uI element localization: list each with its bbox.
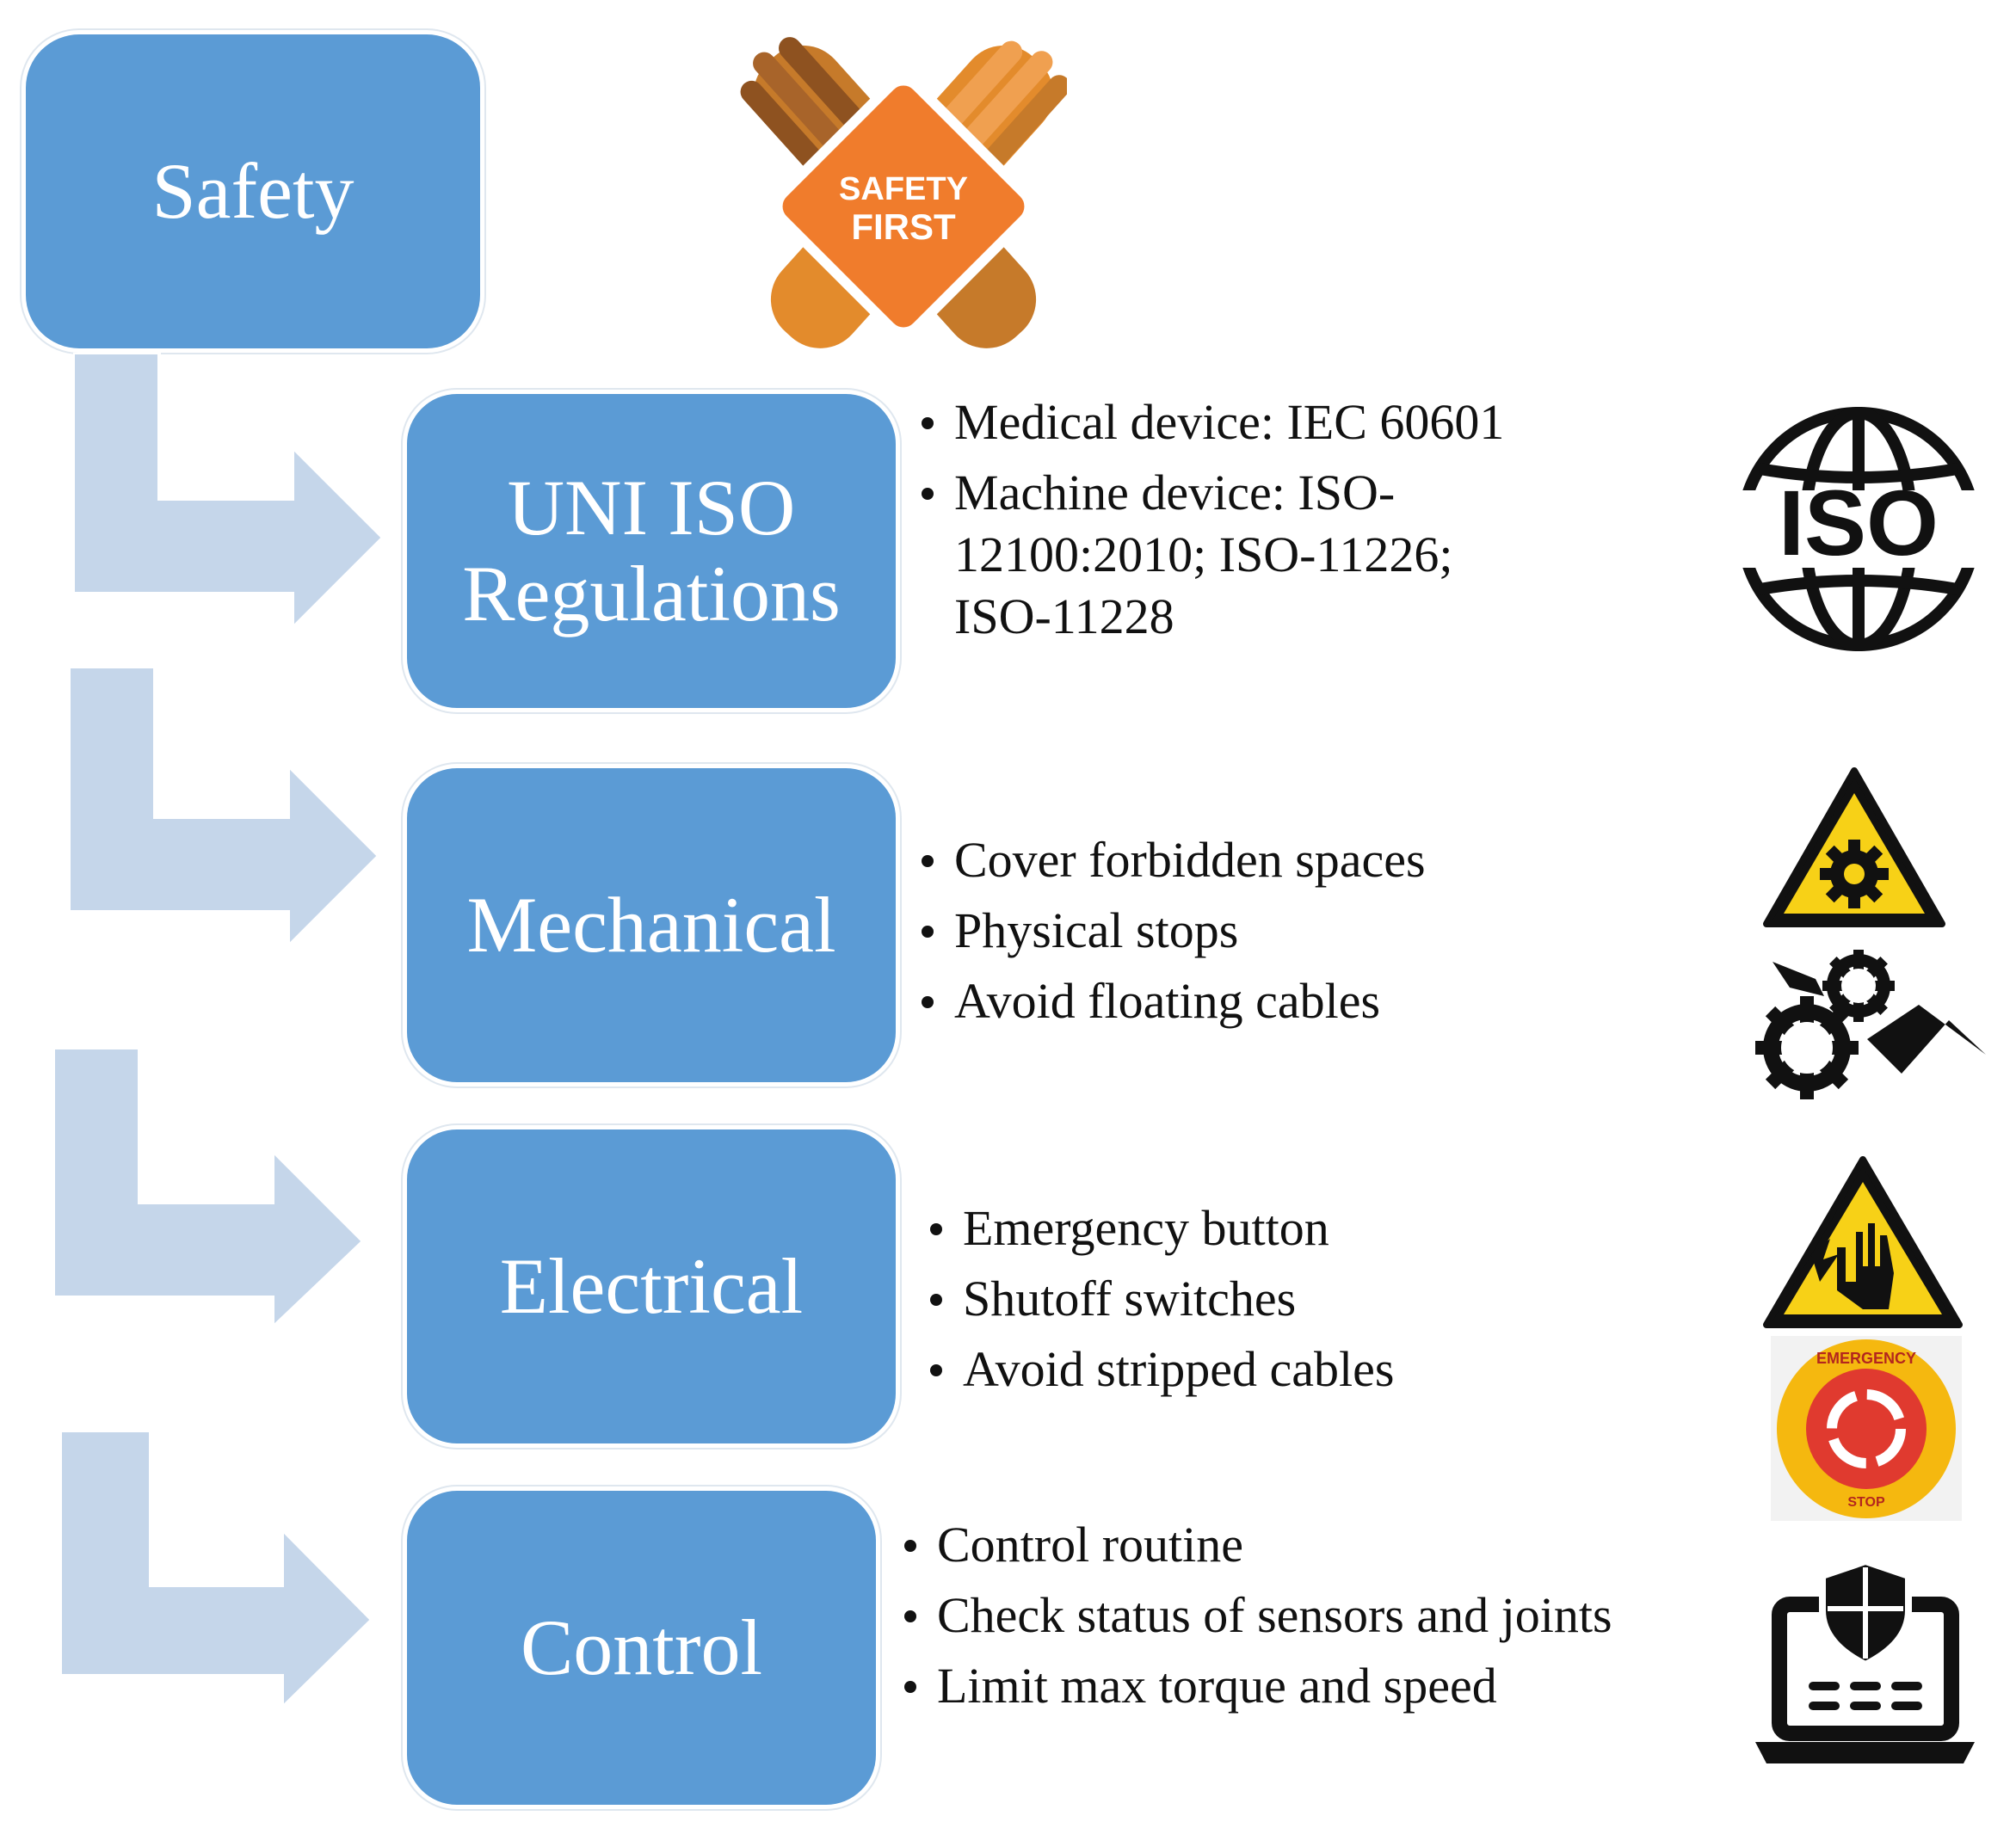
stop-label: STOP — [1847, 1495, 1885, 1510]
bullet-item: Physical stops — [916, 900, 1570, 962]
bullet-item: Emergency button — [925, 1197, 1579, 1259]
node-title-line: Mechanical — [466, 880, 836, 969]
bullet-item: Control routine — [899, 1514, 1639, 1576]
node-title-line: UNI ISO — [507, 464, 796, 552]
laptop-shield-icon — [1755, 1557, 1975, 1763]
bullet-item: Limit max torque and speed — [899, 1655, 1639, 1717]
safety-badge-line2: FIRST — [851, 206, 956, 247]
node-uni-iso-regulations: UNI ISO Regulations — [407, 394, 896, 708]
bullet-item: Check status of sensors and joints — [899, 1585, 1639, 1646]
node-mechanical: Mechanical — [407, 768, 896, 1082]
bullet-list-electrical: Emergency button Shutoff switches Avoid … — [925, 1197, 1579, 1409]
bullet-list-control: Control routine Check status of sensors … — [899, 1514, 1639, 1726]
bullet-list-mechanical: Cover forbidden spaces Physical stops Av… — [916, 829, 1570, 1041]
emergency-label: EMERGENCY — [1816, 1350, 1916, 1367]
bent-arrow-4 — [60, 1431, 374, 1712]
safety-badge-line1: SAFETY — [839, 171, 968, 207]
bent-arrow-1 — [73, 353, 385, 632]
node-control: Control — [407, 1491, 876, 1805]
iso-globe-icon: ISO — [1729, 407, 1988, 651]
node-title-line: Electrical — [499, 1241, 804, 1330]
root-node-safety: Safety — [26, 34, 480, 348]
bullet-list-regulations: Medical device: IEC 60601 Machine device… — [916, 391, 1519, 656]
bullet-item: Machine device: ISO-12100:2010; ISO-1122… — [916, 462, 1519, 648]
bullet-item: Avoid floating cables — [916, 970, 1570, 1032]
bent-arrow-3 — [53, 1048, 366, 1332]
bullet-item: Shutoff switches — [925, 1268, 1579, 1330]
node-title-line: Control — [520, 1603, 763, 1691]
bullet-item: Avoid stripped cables — [925, 1339, 1579, 1400]
bent-arrow-2 — [69, 667, 381, 951]
emergency-stop-button-icon: EMERGENCY STOP — [1771, 1336, 1962, 1521]
electric-shock-warning-icon — [1763, 1156, 1963, 1328]
node-electrical: Electrical — [407, 1129, 896, 1443]
hand-crush-gears-icon — [1755, 950, 1986, 1099]
node-title-line: Regulations — [462, 549, 841, 637]
iso-text: ISO — [1779, 471, 1939, 575]
bullet-item: Cover forbidden spaces — [916, 829, 1570, 891]
safety-first-gloves-icon: SAFETY FIRST — [740, 37, 1067, 348]
root-node-label: Safety — [151, 146, 354, 235]
gear-warning-sign-icon — [1763, 767, 1945, 927]
bullet-item: Medical device: IEC 60601 — [916, 391, 1519, 453]
